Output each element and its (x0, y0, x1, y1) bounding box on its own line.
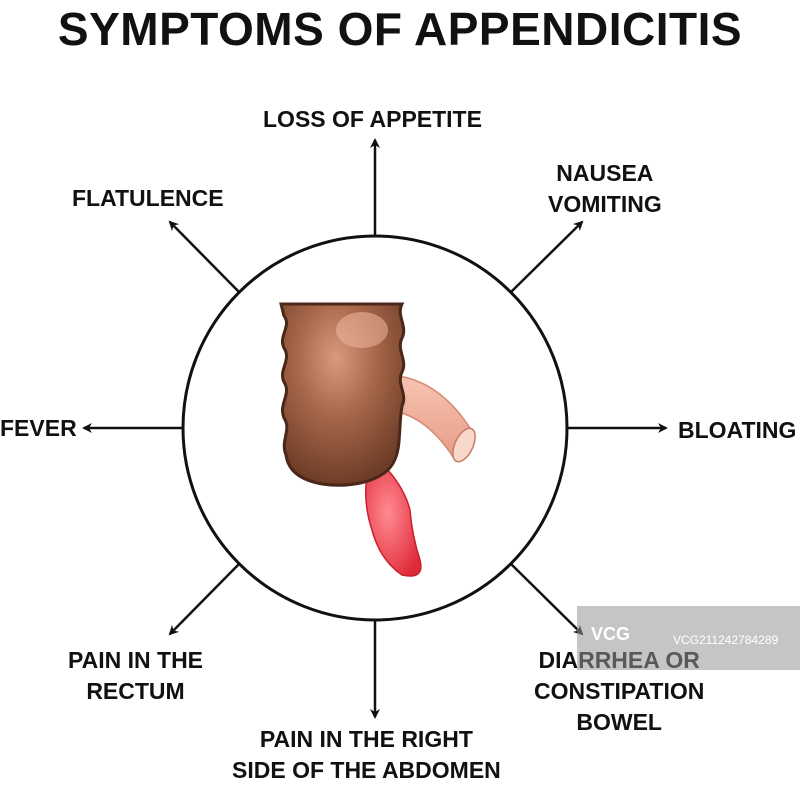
watermark: VCG VCG211242784289 (577, 606, 800, 670)
intestine-tube (397, 375, 476, 463)
cecum-icon (279, 302, 406, 487)
label-fever: FEVER (0, 415, 77, 441)
watermark-code: VCG211242784289 (673, 633, 779, 647)
label-loss-of-appetite: LOSS OF APPETITE (263, 106, 482, 132)
arrow-lower-left (168, 563, 240, 636)
label-bloating: BLOATING (678, 417, 797, 443)
arrow-upper-left (168, 220, 240, 293)
label-pain-in-rectum: PAIN IN THE RECTUM (68, 647, 204, 704)
arrow-upper-right (510, 220, 584, 293)
inflamed-appendix-icon (365, 469, 422, 577)
arrow-lower-right (510, 563, 584, 636)
label-pain-right-abdomen: PAIN IN THE RIGHT SIDE OF THE ABDOMEN (232, 726, 501, 783)
cecum-highlight (336, 312, 388, 348)
page-title: SYMPTOMS OF APPENDICITIS (57, 3, 743, 55)
watermark-logo: VCG (591, 624, 631, 644)
label-flatulence: FLATULENCE (72, 185, 224, 211)
label-nausea-vomiting: NAUSEA VOMITING (548, 160, 662, 217)
